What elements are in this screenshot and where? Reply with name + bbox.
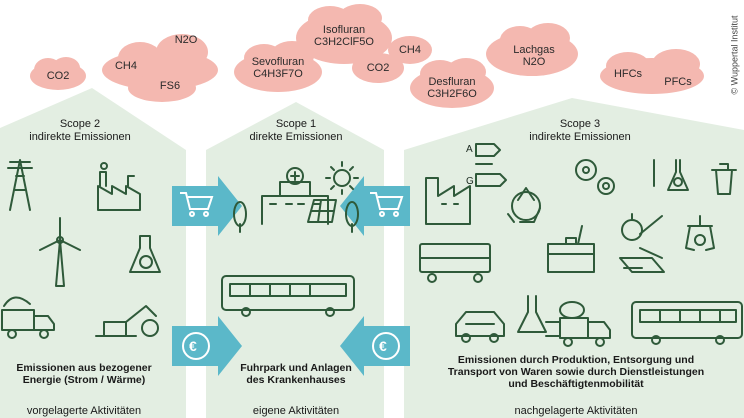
toolbox-icon	[547, 225, 595, 273]
house-scope1	[206, 102, 384, 418]
cloud-label-ch4-mid: CH4	[398, 44, 422, 56]
wind-turbine-icon	[39, 217, 81, 287]
cloud-label-co2-left: CO2	[46, 70, 70, 82]
energy-label-letter-a: A	[466, 144, 473, 155]
house-scope2	[0, 88, 186, 418]
excavator-icon	[95, 305, 159, 337]
gears-icon	[575, 159, 615, 195]
cloud-co2-mid	[352, 36, 432, 83]
scope2-subtitle: indirekte Emissionen	[29, 131, 131, 143]
dump-truck-icon	[1, 296, 55, 339]
cloud-label-pfcs: PFCs	[664, 76, 692, 88]
energy-label-icon	[475, 143, 507, 187]
cement-truck-icon	[559, 301, 611, 347]
arrow-euro-left	[172, 316, 242, 376]
icons-layer	[1, 143, 743, 347]
freight-wagon-icon	[419, 243, 491, 283]
gripper-icon	[685, 215, 715, 251]
cloud-desfluran	[410, 58, 494, 108]
scope3-footer: nachgelagerte Aktivitäten	[514, 405, 638, 417]
waste-bin-icon	[711, 163, 737, 195]
steel-beam-icon	[619, 247, 665, 273]
scope1-heading: Scope 1 direkte Emissionen	[250, 118, 343, 144]
scope3-description: Emissionen durch Produktion, Entsorgung …	[447, 354, 705, 390]
scope1-title: Scope 1	[275, 118, 317, 130]
recycling-icon	[507, 187, 541, 223]
cart-icons	[180, 192, 404, 217]
hospital-icon	[261, 167, 329, 225]
cloud-sevofluran	[234, 41, 322, 92]
factory-icon	[97, 162, 141, 211]
scope3-subtitle: indirekte Emissionen	[529, 131, 631, 143]
cloud-co2-left	[30, 57, 86, 90]
scope1-footer: eigene Aktivitäten	[252, 405, 340, 417]
car-icon	[455, 311, 505, 343]
cloud-lachgas	[486, 23, 578, 76]
food-icon	[621, 213, 663, 241]
scope1-subtitle: direkte Emissionen	[249, 131, 343, 143]
bus-icon	[221, 275, 355, 317]
scope2-footer: vorgelagerte Aktivitäten	[26, 405, 142, 417]
industry-icon	[425, 177, 471, 225]
cloud-ch4-n2o	[102, 34, 218, 102]
scope2-title: Scope 2	[59, 118, 101, 130]
chemistry-icon	[653, 159, 689, 191]
solar-panel-icon	[307, 199, 337, 223]
cloud-isofluran	[296, 4, 392, 64]
cloud-label-ch4-left: CH4	[114, 60, 138, 72]
flask-icon	[129, 235, 161, 273]
scope2-heading: Scope 2 indirekte Emissionen	[29, 118, 131, 144]
euro-symbol-left: €	[189, 338, 197, 354]
euro-symbol-right: €	[379, 338, 387, 354]
bus-right-icon	[631, 301, 743, 345]
cloud-label-n2o: N2O	[174, 34, 198, 46]
cloud-label-hfcs: HFCs	[613, 68, 643, 80]
arrow-euro-right	[340, 316, 410, 376]
cloud-hfcs-pfcs	[600, 49, 704, 94]
arrow-cart-left	[172, 176, 242, 236]
credit-text: © Wuppertal Institut	[729, 15, 740, 95]
scope3-heading: Scope 3 indirekte Emissionen	[529, 118, 631, 144]
energy-label-letter-g: G	[466, 176, 474, 187]
cloud-label-co2-mid: CO2	[366, 62, 390, 74]
trees-icon	[233, 201, 359, 233]
euro-coin-icons	[182, 332, 400, 360]
scope3-title: Scope 3	[559, 118, 601, 130]
pylon-icon	[7, 159, 33, 211]
sun-icon	[325, 161, 359, 195]
clouds-layer	[30, 4, 704, 108]
cloud-label-fs6: FS6	[159, 80, 181, 92]
